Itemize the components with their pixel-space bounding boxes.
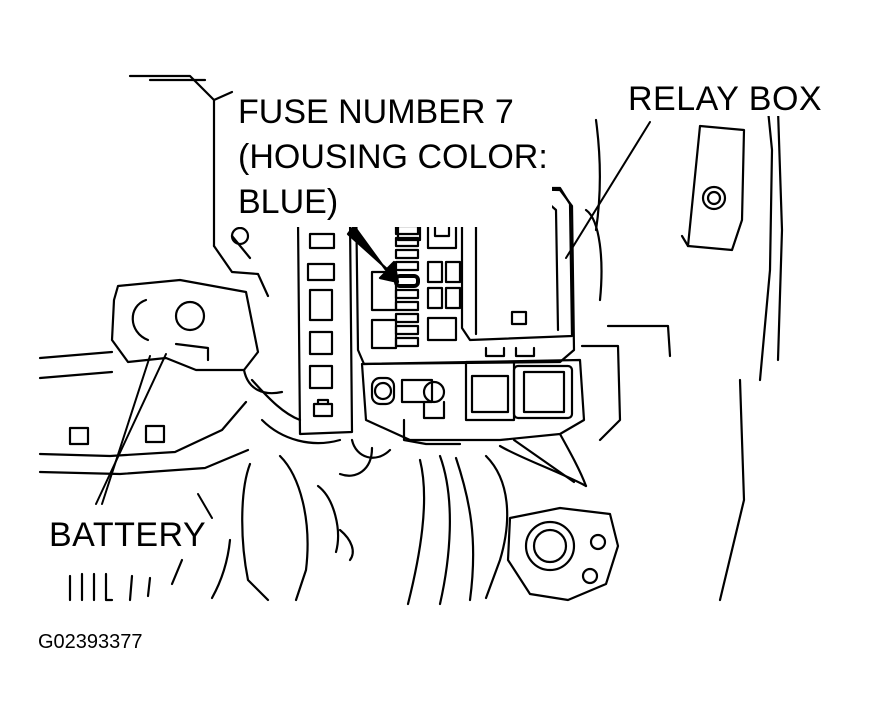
harness-duct [296,218,354,436]
battery-terminal [110,278,284,395]
lower-connectors [360,358,586,446]
relay-box-label: RELAY BOX [626,80,825,118]
fuse-label-line-2: (HOUSING COLOR: [238,138,548,176]
wiring-harness [241,378,588,606]
fuse-label-line-1: FUSE NUMBER 7 [238,93,514,131]
leader-lines [95,121,651,519]
fuse-pointer-arrow [346,224,400,284]
mounting-plate [506,506,620,602]
figure-id: G02393377 [38,631,143,653]
fuse-number-7 [394,274,420,288]
body-panel-left [38,74,270,476]
body-panel-right [580,88,784,602]
battery-label: BATTERY [46,518,210,552]
fuse-label-line-3: BLUE) [238,183,339,221]
fuse-number-7-label: FUSE NUMBER 7 (HOUSING COLOR: BLUE) [236,90,552,227]
floor-marks [68,538,232,602]
